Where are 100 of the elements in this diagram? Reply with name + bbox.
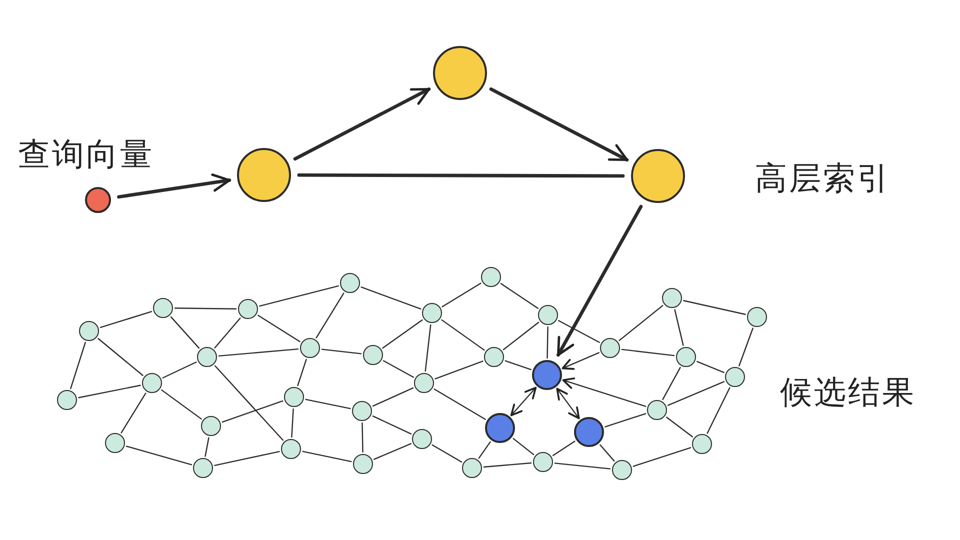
graph-node — [412, 429, 432, 449]
query-point — [85, 187, 111, 213]
graph-node — [197, 347, 217, 367]
edge-line — [552, 440, 576, 456]
edge-line — [382, 319, 423, 349]
edge-line — [546, 326, 548, 359]
edge-line — [558, 320, 600, 343]
graph-node — [533, 452, 553, 472]
graph-node — [484, 347, 504, 367]
graph-node — [481, 267, 501, 287]
edge-line — [297, 358, 307, 386]
graph-node — [363, 345, 383, 365]
edge-line — [504, 360, 532, 370]
graph-node — [238, 299, 258, 319]
graph-node — [284, 387, 304, 407]
layer-label: 候选结果 — [780, 376, 916, 408]
edge-line — [512, 438, 534, 456]
graph-node — [538, 305, 558, 325]
edge-line — [706, 387, 730, 434]
edge-line — [696, 360, 724, 374]
arrow — [562, 352, 600, 370]
edge-line — [500, 283, 539, 309]
index-node — [433, 46, 487, 100]
graph-node — [340, 273, 360, 293]
arrow — [556, 204, 643, 357]
node-caption: 查询向量 — [18, 138, 154, 170]
arrow — [510, 386, 537, 416]
graph-node — [692, 434, 712, 454]
edge-line — [372, 415, 412, 435]
graph-node — [414, 373, 434, 393]
candidate-node — [532, 360, 562, 390]
edge-line — [291, 408, 294, 438]
edge-line — [424, 324, 432, 372]
graph-node — [353, 454, 373, 474]
edge-line — [434, 388, 486, 420]
edge-line — [632, 447, 692, 467]
graph-node — [352, 401, 372, 421]
layer-label: 高层索引 — [755, 162, 891, 194]
edge-line — [674, 309, 684, 346]
graph-node — [57, 390, 77, 410]
edge-line — [382, 360, 414, 378]
edge-line — [297, 173, 625, 178]
edge-line — [483, 462, 532, 468]
edge-line — [683, 300, 746, 315]
graph-node — [201, 416, 221, 436]
edge-line — [214, 450, 280, 466]
edge-line — [434, 360, 484, 380]
edge-line — [174, 308, 237, 310]
edge-line — [738, 328, 754, 366]
edge-line — [442, 282, 482, 308]
edge-line — [621, 348, 675, 356]
arrow — [556, 388, 580, 420]
index-node — [237, 148, 291, 202]
graph-node — [725, 367, 745, 387]
edge-line — [441, 319, 485, 351]
graph-node — [676, 347, 696, 367]
graph-node — [647, 400, 667, 420]
graph-node — [105, 433, 125, 453]
graph-node — [422, 303, 442, 323]
edge-line — [214, 318, 241, 348]
edge-line — [161, 389, 202, 420]
edge-line — [362, 422, 364, 453]
edge-line — [372, 387, 414, 407]
graph-node — [300, 338, 320, 358]
edge-line — [170, 316, 200, 349]
edge-line — [360, 286, 422, 310]
edge-line — [78, 384, 141, 398]
edge-line — [600, 444, 615, 462]
edge-line — [662, 366, 681, 400]
edge-line — [214, 365, 284, 441]
graph-node — [193, 458, 213, 478]
edge-line — [666, 416, 694, 438]
edge-line — [305, 398, 351, 410]
edge-line — [502, 322, 540, 350]
graph-node — [462, 458, 482, 478]
arrow — [117, 173, 232, 199]
arrow — [293, 87, 431, 161]
edge-line — [70, 342, 86, 390]
edge-line — [258, 314, 300, 342]
edge-line — [618, 304, 664, 342]
candidate-node — [574, 417, 604, 447]
edge-line — [126, 446, 192, 466]
graph-node — [79, 321, 99, 341]
edge-line — [478, 441, 491, 459]
edge-line — [316, 292, 344, 338]
candidate-node — [485, 413, 515, 443]
graph-node — [600, 338, 620, 358]
edge-line — [204, 437, 210, 457]
edge-line — [667, 381, 725, 406]
graph-node — [662, 288, 682, 308]
edge-line — [604, 413, 646, 428]
graph-node — [281, 439, 301, 459]
edge-line — [218, 348, 299, 357]
edge-line — [259, 285, 339, 307]
edge-line — [162, 362, 197, 378]
graph-node — [142, 373, 162, 393]
edge-line — [432, 444, 462, 463]
arrow — [489, 87, 629, 162]
edge-line — [98, 338, 144, 376]
index-node — [631, 149, 685, 203]
